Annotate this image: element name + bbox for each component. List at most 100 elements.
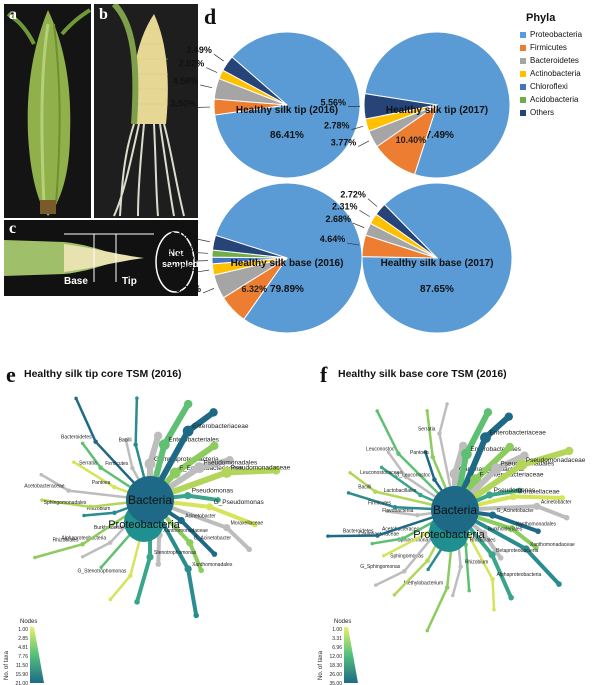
pie-chart-4: 87.65%4.64%2.68%2.31%2.72%Healthy silk b… xyxy=(320,182,513,334)
panel-label-f: f xyxy=(320,362,328,387)
legend-swatch xyxy=(520,44,526,51)
pie-title: Healthy silk tip (2016) xyxy=(236,105,338,116)
tree-leaf xyxy=(326,534,330,538)
legend-label: Proteobacteria xyxy=(530,30,583,39)
tree-leaf xyxy=(134,599,140,605)
pie-leader-line xyxy=(197,269,209,273)
label-tip: Tip xyxy=(122,276,137,287)
pie-slice-others xyxy=(375,203,438,259)
pie-label-value: 3.49% xyxy=(186,45,212,55)
tree-label: Alphaproteobacteria xyxy=(61,536,106,542)
heat-trees: GammaproteobacteriaEnterobacterialesEnte… xyxy=(4,396,586,685)
tree-label: Acinetobacter xyxy=(185,514,216,520)
tree-label: Rhizobium xyxy=(87,506,111,512)
tree-node xyxy=(402,568,407,574)
tree-label: Rhizobium xyxy=(465,560,489,566)
tree-leaf xyxy=(99,565,103,570)
corn-section-illustration xyxy=(4,231,195,293)
tree-leaf xyxy=(445,402,449,406)
pie-slice-proteobacteria xyxy=(361,182,513,334)
tree-label: Bacilli xyxy=(358,485,371,491)
tree-label: Acinetobacter xyxy=(541,499,572,505)
tree-leaf xyxy=(72,460,76,464)
tree-leaf xyxy=(520,451,529,460)
heat-tree-f: GammaproteobacteriaEnterobacterialesEnte… xyxy=(318,402,586,685)
tree-node xyxy=(158,439,170,451)
tree-leaf xyxy=(215,497,221,503)
pie-chart-1: 86.41%3.50%4.58%2.02%3.49%Healthy silk t… xyxy=(171,31,361,179)
tree-label: Rhizobiales xyxy=(470,538,496,544)
tree-label: Burkholderiales xyxy=(94,525,129,531)
tree-leaf xyxy=(563,514,570,521)
legend-label: Firmicutes xyxy=(530,43,567,52)
tree-legend-tick: 18.30 xyxy=(329,663,342,669)
tree-node xyxy=(489,511,497,519)
tree-label: Firmicutes xyxy=(368,500,392,506)
tree-node xyxy=(184,492,192,500)
tree-node xyxy=(460,448,472,460)
tree-node xyxy=(93,439,98,444)
tree-node xyxy=(169,467,181,479)
legend-item: Proteobacteria xyxy=(520,28,604,41)
pie-label-value: 2.42% xyxy=(170,263,196,273)
tree-leaf xyxy=(504,412,513,421)
tree-root-label: Bacteria xyxy=(128,493,172,507)
tree-label: Acetobacteraceae xyxy=(24,484,65,490)
tree-label: Burkholderiales xyxy=(488,527,523,533)
tree-leaf xyxy=(124,437,128,442)
pie-label-value: 2.02% xyxy=(179,59,205,69)
tree-label: F_Enterobacteriaceae xyxy=(179,465,243,472)
tree-leaf xyxy=(271,466,281,475)
legend-item: Actinobacteria xyxy=(520,67,604,80)
tree-label: Betaproteobacteria xyxy=(496,548,538,554)
pie-slice-proteobacteria xyxy=(214,182,363,334)
tree-node xyxy=(418,492,423,498)
pie-leader-line xyxy=(197,238,210,243)
tree-node xyxy=(80,542,85,547)
tree-node xyxy=(432,477,437,482)
tree-label: Pseudomonadaceae xyxy=(231,464,291,471)
tree-node xyxy=(98,465,103,470)
tree-node xyxy=(425,558,430,563)
tree-label: Alphaproteobacteria xyxy=(497,572,542,578)
tree-node xyxy=(508,525,516,533)
tree-label: Methylobacterium xyxy=(404,581,443,587)
tree-node xyxy=(522,545,530,553)
tree-leaf xyxy=(211,551,218,557)
panel-label-e: e xyxy=(6,362,16,387)
tree-label: Xanthomonadales xyxy=(192,562,233,568)
legend-label: Others xyxy=(530,108,555,117)
tree-label: G_Stenotrophomonas xyxy=(77,569,126,575)
tree-node xyxy=(449,468,461,480)
tree-legend-tick: 21.00 xyxy=(15,681,28,685)
tree-leaf xyxy=(426,567,430,572)
tree-leaf xyxy=(108,597,113,602)
tree-leaf xyxy=(533,544,539,551)
tree-node xyxy=(66,488,71,493)
tree-leaf xyxy=(535,528,541,535)
pie-label-value: 5.24% xyxy=(175,284,201,294)
tree-leaf xyxy=(451,593,455,598)
tree-legend-tick: 7.76 xyxy=(18,654,28,660)
panel-label-a: a xyxy=(9,6,17,23)
tree-label: Stenotrophomonas xyxy=(154,550,197,556)
pie-slice-others xyxy=(222,56,288,106)
tree-legend: Nodes1.002.854.817.7611.5015.9021.00No. … xyxy=(4,619,44,685)
tree-node xyxy=(485,491,494,499)
tree-label: Pseudomonadaceae xyxy=(526,457,586,464)
pie-leader-line xyxy=(213,53,224,62)
tree-leaf xyxy=(74,396,78,401)
pie-leader-line xyxy=(358,140,370,147)
pie-leader-line xyxy=(206,67,218,73)
pie-label-value: 3.77% xyxy=(331,138,357,148)
legend-label: Acidobacteria xyxy=(530,95,579,104)
tree-label: G_Sphingomonas xyxy=(360,564,401,570)
tree-node xyxy=(516,459,528,471)
pie-chart-3: 79.89%6.32%5.24%2.42%1.42%1.53%3.18%Heal… xyxy=(169,182,363,334)
tree-label: G_Acinetobacter xyxy=(194,536,232,542)
tree-label: Xanthomonadaceae xyxy=(163,528,208,534)
tree-node xyxy=(424,531,429,536)
pie-label-value: 2.72% xyxy=(340,190,366,200)
tree-legend-axis: No. of taxa xyxy=(4,650,10,680)
pie-charts: 86.41%3.50%4.58%2.02%3.49%Healthy silk t… xyxy=(169,31,513,334)
